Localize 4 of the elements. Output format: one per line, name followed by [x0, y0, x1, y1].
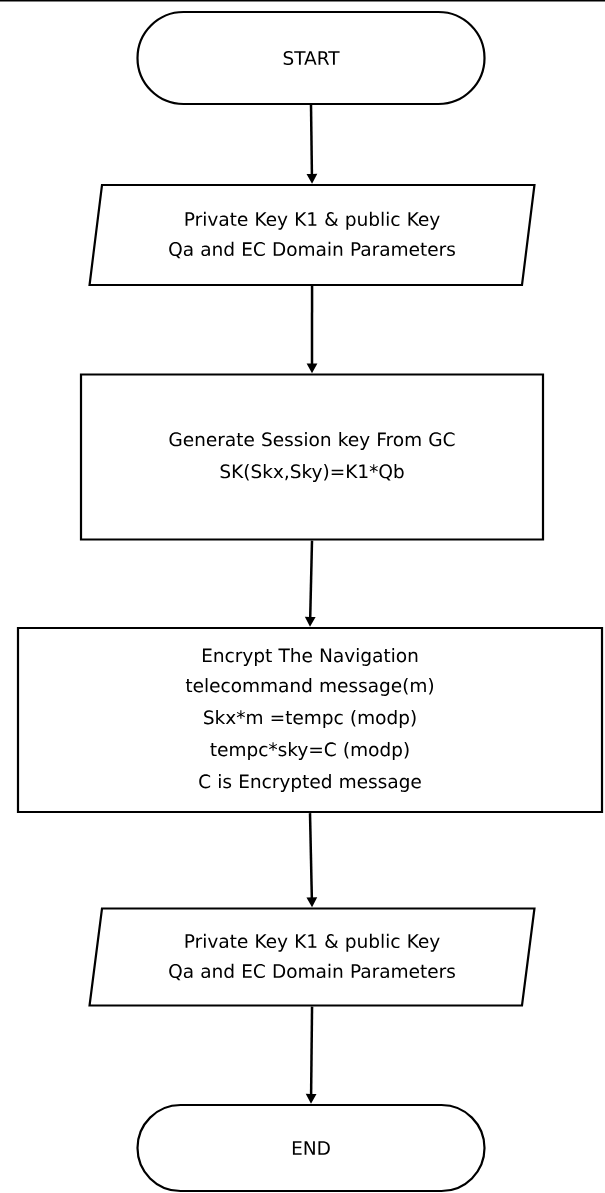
process-box: Generate Session key From GC SK(Skx,Sky)=K1*Qb [79, 373, 545, 541]
input-parallelogram: Private Key K1 & public Key Qa and EC Domain Parameters [88, 907, 536, 1007]
process-box: Encrypt The Navigation telecommand message(m) Skx*m =tempc (modp) tempc*sky=C (modp) C is Encrypted message [16, 626, 604, 814]
input-parallelogram: Private Key K1 & public Key Qa and EC Domain Parameters [88, 183, 536, 287]
